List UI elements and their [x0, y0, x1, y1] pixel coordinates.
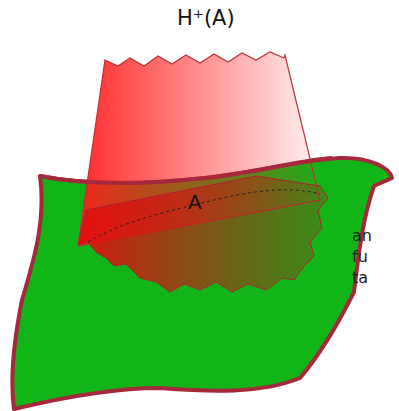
side-text: an — [352, 226, 372, 245]
region-label: A — [188, 190, 202, 214]
surface-region — [12, 158, 392, 409]
side-text: fu — [352, 247, 368, 266]
region-label: H⁺(A) — [177, 6, 235, 30]
region-A: A — [66, 180, 336, 305]
side-text: ta — [352, 268, 368, 287]
